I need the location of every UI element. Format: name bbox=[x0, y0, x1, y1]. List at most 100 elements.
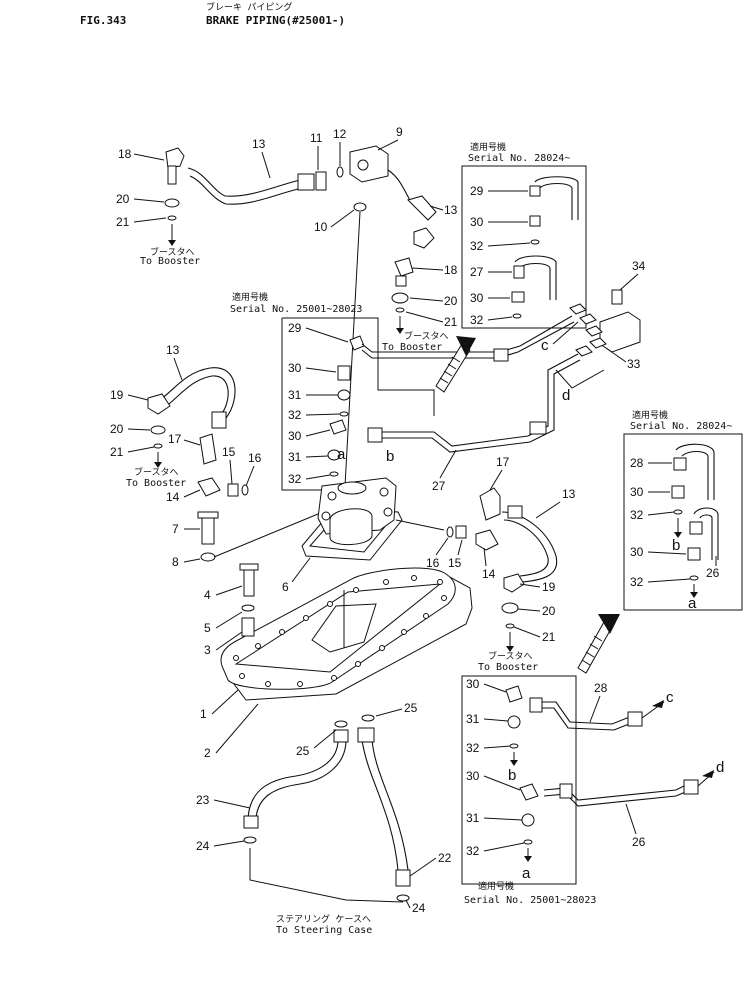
serial-jp-left: 適用号機 bbox=[232, 291, 268, 303]
elbow-fitting-18 bbox=[165, 147, 185, 169]
elbow-18-right bbox=[394, 257, 414, 277]
nut-20 bbox=[164, 198, 180, 208]
elbow-stem-18 bbox=[167, 165, 177, 185]
left-fittings-stack bbox=[327, 335, 365, 477]
callout-32-rm: 32 bbox=[630, 508, 644, 522]
callout-20-right2: 20 bbox=[542, 604, 556, 618]
oring-12 bbox=[336, 166, 344, 178]
callout-28-low: 28 bbox=[594, 681, 608, 695]
fitting-17-right bbox=[479, 487, 501, 521]
callout-27-ur: 27 bbox=[470, 265, 484, 279]
callout-32-rm2: 32 bbox=[630, 575, 644, 589]
letter-b-low: b bbox=[508, 767, 516, 784]
callout-25-left: 25 bbox=[296, 744, 310, 758]
letter-b-left: b bbox=[386, 448, 394, 465]
pipe-26 bbox=[543, 783, 689, 801]
fitting-14-left bbox=[197, 477, 221, 497]
callout-26-low: 26 bbox=[632, 835, 646, 849]
callout-29-ur: 29 bbox=[470, 184, 484, 198]
booster-note-jp-1: ブースタへ bbox=[150, 246, 195, 258]
callout-30-left: 30 bbox=[288, 361, 302, 375]
valve-and-cover bbox=[197, 477, 403, 562]
callout-31-left: 31 bbox=[288, 388, 302, 402]
title-japanese: ブレーキ パイピング bbox=[206, 1, 292, 13]
callout-31-low2: 31 bbox=[466, 811, 480, 825]
callout-30-low2: 30 bbox=[466, 769, 480, 783]
valve-block-9 bbox=[349, 145, 389, 183]
elbow-19 bbox=[147, 393, 171, 415]
serial-box-right-mid: 適用号機 Serial No. 28024~ bbox=[623, 409, 743, 611]
bottom-plate-assembly bbox=[220, 563, 473, 701]
adapter-15-right bbox=[455, 525, 467, 539]
letter-d-low: d bbox=[716, 759, 724, 776]
serial-label-left: Serial No. 25001~28023 bbox=[230, 304, 362, 315]
pipe-28 bbox=[538, 701, 633, 725]
callout-4: 4 bbox=[204, 588, 211, 602]
callout-20-left: 20 bbox=[110, 422, 124, 436]
steering-note-jp: ステアリング ケースへ bbox=[276, 913, 371, 925]
letter-b-rm: b bbox=[672, 537, 680, 554]
callout-12: 12 bbox=[333, 127, 347, 141]
callout-27: 27 bbox=[432, 479, 446, 493]
callout-5: 5 bbox=[204, 621, 211, 635]
letter-c-low: c bbox=[666, 689, 674, 706]
callout-30-rm: 30 bbox=[630, 485, 644, 499]
callout-32-left: 32 bbox=[288, 408, 302, 422]
callout-13b: 13 bbox=[444, 203, 458, 217]
title-english: BRAKE PIPING(#25001-) bbox=[206, 14, 345, 27]
callout-8: 8 bbox=[172, 555, 179, 569]
serial-box-upper-right: 適用号機 Serial No. 28024~ bbox=[461, 141, 587, 329]
pipe-22 bbox=[361, 739, 399, 871]
serial-jp-lower: 適用号機 bbox=[478, 880, 514, 892]
fitting-34 bbox=[611, 289, 623, 305]
callout-26-rm: 26 bbox=[706, 566, 720, 580]
callout-14-right: 14 bbox=[482, 567, 496, 581]
callout-21b: 21 bbox=[444, 315, 458, 329]
booster-note-jp-3: ブースタへ bbox=[134, 466, 179, 478]
fitting-17-left bbox=[199, 433, 217, 465]
washer-8 bbox=[200, 552, 216, 562]
callout-25-right: 25 bbox=[404, 701, 418, 715]
callout-18: 18 bbox=[118, 147, 132, 161]
nut-20-left bbox=[150, 425, 166, 435]
elbow-19-right bbox=[503, 573, 525, 593]
oring-21 bbox=[167, 215, 177, 221]
callout-15-left: 15 bbox=[222, 445, 236, 459]
callout-30-ur2: 30 bbox=[470, 291, 484, 305]
callout-2: 2 bbox=[204, 746, 211, 760]
callout-9: 9 bbox=[396, 125, 403, 139]
direction-arrow-lower bbox=[577, 614, 620, 674]
callout-33: 33 bbox=[627, 357, 641, 371]
callout-13-left: 13 bbox=[166, 343, 180, 357]
hose-13-left bbox=[159, 367, 236, 419]
pipe-27 bbox=[370, 353, 579, 447]
letter-c-top: c bbox=[541, 337, 549, 354]
pipe-9-down bbox=[387, 169, 413, 205]
serial-jp-ur: 適用号機 bbox=[470, 141, 506, 153]
oring-16-right bbox=[446, 526, 454, 538]
letter-a-left: a bbox=[337, 446, 346, 463]
callout-20b: 20 bbox=[444, 294, 458, 308]
hose-13-top bbox=[187, 167, 301, 197]
cover-plate-1 bbox=[220, 567, 456, 690]
right-hose-assembly bbox=[395, 487, 558, 629]
steering-note: To Steering Case bbox=[276, 925, 372, 936]
callout-31-low: 31 bbox=[466, 712, 480, 726]
callout-10: 10 bbox=[314, 220, 328, 234]
callout-3: 3 bbox=[204, 643, 211, 657]
oring-16-left bbox=[241, 484, 249, 496]
callout-24-left: 24 bbox=[196, 839, 210, 853]
callout-6: 6 bbox=[282, 580, 289, 594]
serial-box-lower: 適用号機 Serial No. 25001~28023 bbox=[461, 675, 596, 906]
callout-32-ur: 32 bbox=[470, 239, 484, 253]
callout-15-right: 15 bbox=[448, 556, 462, 570]
callout-28-rm: 28 bbox=[630, 456, 644, 470]
upper-pipe-assembly bbox=[164, 145, 437, 487]
callout-11: 11 bbox=[310, 131, 323, 145]
adapter-11 bbox=[297, 173, 315, 191]
callout-30-left2: 30 bbox=[288, 429, 302, 443]
figure-number: FIG.343 bbox=[80, 14, 126, 27]
callout-20: 20 bbox=[116, 192, 130, 206]
spacer-3 bbox=[241, 617, 255, 637]
